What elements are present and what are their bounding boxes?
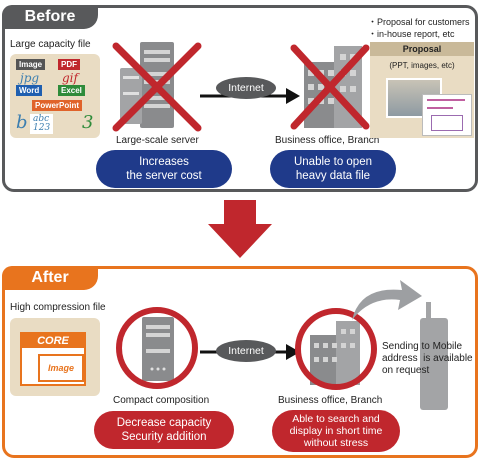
file-text-gif: gif [62, 71, 78, 85]
file-tag-powerpoint: PowerPoint [32, 100, 83, 111]
after-panel [2, 266, 478, 458]
file-tag-excel: Excel [58, 85, 85, 96]
curved-arrow-icon [352, 280, 422, 320]
after-file-label: High compression file [10, 302, 106, 313]
after-internet-cloud: Internet [216, 340, 276, 362]
file-tag-pdf: PDF [58, 59, 80, 70]
before-server-label: Large-scale server [116, 135, 199, 146]
file-tag-image: Image [16, 59, 46, 70]
pill-increase-cost: Increases the server cost [96, 150, 232, 188]
core-file: CORE Image [20, 332, 86, 386]
before-file-group: Image PDF jpg gif Word Excel PowerPoint … [10, 54, 100, 138]
file-text-jpg: jpg [20, 71, 40, 85]
circle-icon [116, 307, 198, 389]
bullet-proposal: ・Proposal for customers [368, 17, 470, 27]
proposal-title: Proposal [370, 42, 474, 56]
mobile-note: Sending to Mobile address is available o… [382, 341, 473, 376]
circle-icon [295, 308, 377, 390]
arrow-icon [286, 88, 300, 104]
file-tag-word: Word [16, 85, 43, 96]
proposal-card: Proposal (PPT, images, etc) [370, 42, 474, 138]
before-tag: Before [2, 5, 98, 29]
before-panel [2, 5, 478, 192]
before-office-graphic [290, 44, 370, 130]
after-office-graphic [295, 308, 377, 390]
image-label: Image [38, 354, 84, 382]
pill-unable-open: Unable to open heavy data file [270, 150, 396, 188]
after-tag: After [2, 266, 98, 290]
proposal-plan [422, 94, 472, 136]
before-file-label: Large capacity file [10, 39, 91, 50]
after-server-graphic [116, 307, 198, 389]
file-text-3: 3 [82, 112, 94, 133]
before-office-label: Business office, Branch [275, 135, 380, 146]
bullet-inhouse: ・in-house report, etc [368, 29, 455, 39]
before-server-graphic [112, 42, 202, 132]
server-icon [142, 317, 174, 381]
after-server-label: Compact composition [113, 395, 210, 406]
cross-icon [112, 42, 202, 132]
proposal-sub: (PPT, images, etc) [389, 61, 455, 70]
before-internet-cloud: Internet [216, 77, 276, 99]
file-text-b: b [16, 112, 28, 133]
cross-icon [290, 44, 370, 130]
after-file-group: CORE Image [10, 318, 100, 396]
pill-decrease-capacity: Decrease capacity Security addition [94, 411, 234, 449]
pill-search-display: Able to search and display in short time… [272, 410, 400, 452]
after-office-label: Business office, Branch [278, 395, 383, 406]
down-arrow-icon [208, 200, 272, 258]
core-label: CORE [22, 334, 84, 348]
arrow-icon [286, 344, 300, 360]
file-text-abc: abc 123 [30, 114, 54, 134]
building-icon [310, 321, 360, 385]
mobile-phone-icon [420, 302, 448, 410]
